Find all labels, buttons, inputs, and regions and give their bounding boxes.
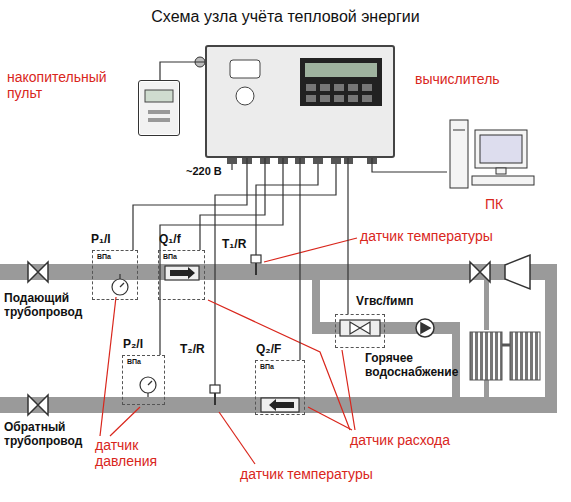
node-label: P₂/I [123, 338, 143, 352]
calculator-device [195, 47, 393, 164]
pipe-label: Обратный трубопровод [4, 421, 96, 449]
pipe-label: Подающий трубопровод [4, 292, 96, 320]
callout-label: датчик давления [95, 437, 167, 469]
callout-label: датчик температуры [360, 228, 493, 244]
sensor-icons [112, 255, 380, 412]
storage-console [140, 82, 178, 134]
branch-label: Горячее водоснабжение [365, 352, 451, 380]
signal-wire [160, 62, 205, 80]
node-label: P₁/I [91, 233, 111, 247]
node-label: накопительный пульт [7, 69, 129, 101]
pipes [0, 264, 557, 413]
device-mark: ВПа [260, 363, 274, 371]
callout-leaders [100, 238, 357, 464]
diagram-title: Схема узла учёта тепловой энергии [0, 8, 571, 26]
node-label: ПК [485, 196, 503, 212]
node-label: Q₁/f [159, 233, 181, 247]
node-label: вычислитель [415, 71, 500, 87]
storage-console: накопительный пульт [138, 80, 180, 136]
computer-box: ПК [447, 118, 547, 190]
valves [28, 255, 530, 415]
signal-wire [160, 158, 283, 355]
sensor-tag: T₂/R [180, 343, 205, 357]
signal-wire [347, 158, 348, 314]
pressure-sensor-box: P₂/IВПа [122, 355, 165, 405]
signal-wire [299, 158, 300, 360]
signal-wire [372, 158, 447, 172]
flow-sensor-box: Q₂/FВПа [255, 360, 305, 415]
callout-label: датчик расхода [350, 432, 450, 448]
radiators [470, 332, 540, 380]
node-label: Vгвс/fимп [356, 295, 414, 309]
callout-label: датчик температуры [240, 466, 373, 482]
signal-wire [133, 158, 247, 250]
device-mark: ВПа [97, 253, 111, 261]
device-mark: ВПа [163, 253, 177, 261]
power-label: ~220 В [186, 165, 222, 178]
sensor-tag: T₁/R [222, 238, 246, 252]
sensor-wires [215, 164, 336, 385]
pressure-sensor-box: P₁/IВПа [92, 250, 138, 300]
flow-sensor-box: Q₁/fВПа [158, 250, 205, 300]
hot-water-meter-box: Vгвс/fимп [335, 314, 385, 348]
computer [450, 120, 534, 188]
calculator-box: вычислитель [205, 45, 395, 158]
node-label: Q₂/F [256, 343, 281, 357]
device-mark: ВПа [127, 358, 141, 366]
